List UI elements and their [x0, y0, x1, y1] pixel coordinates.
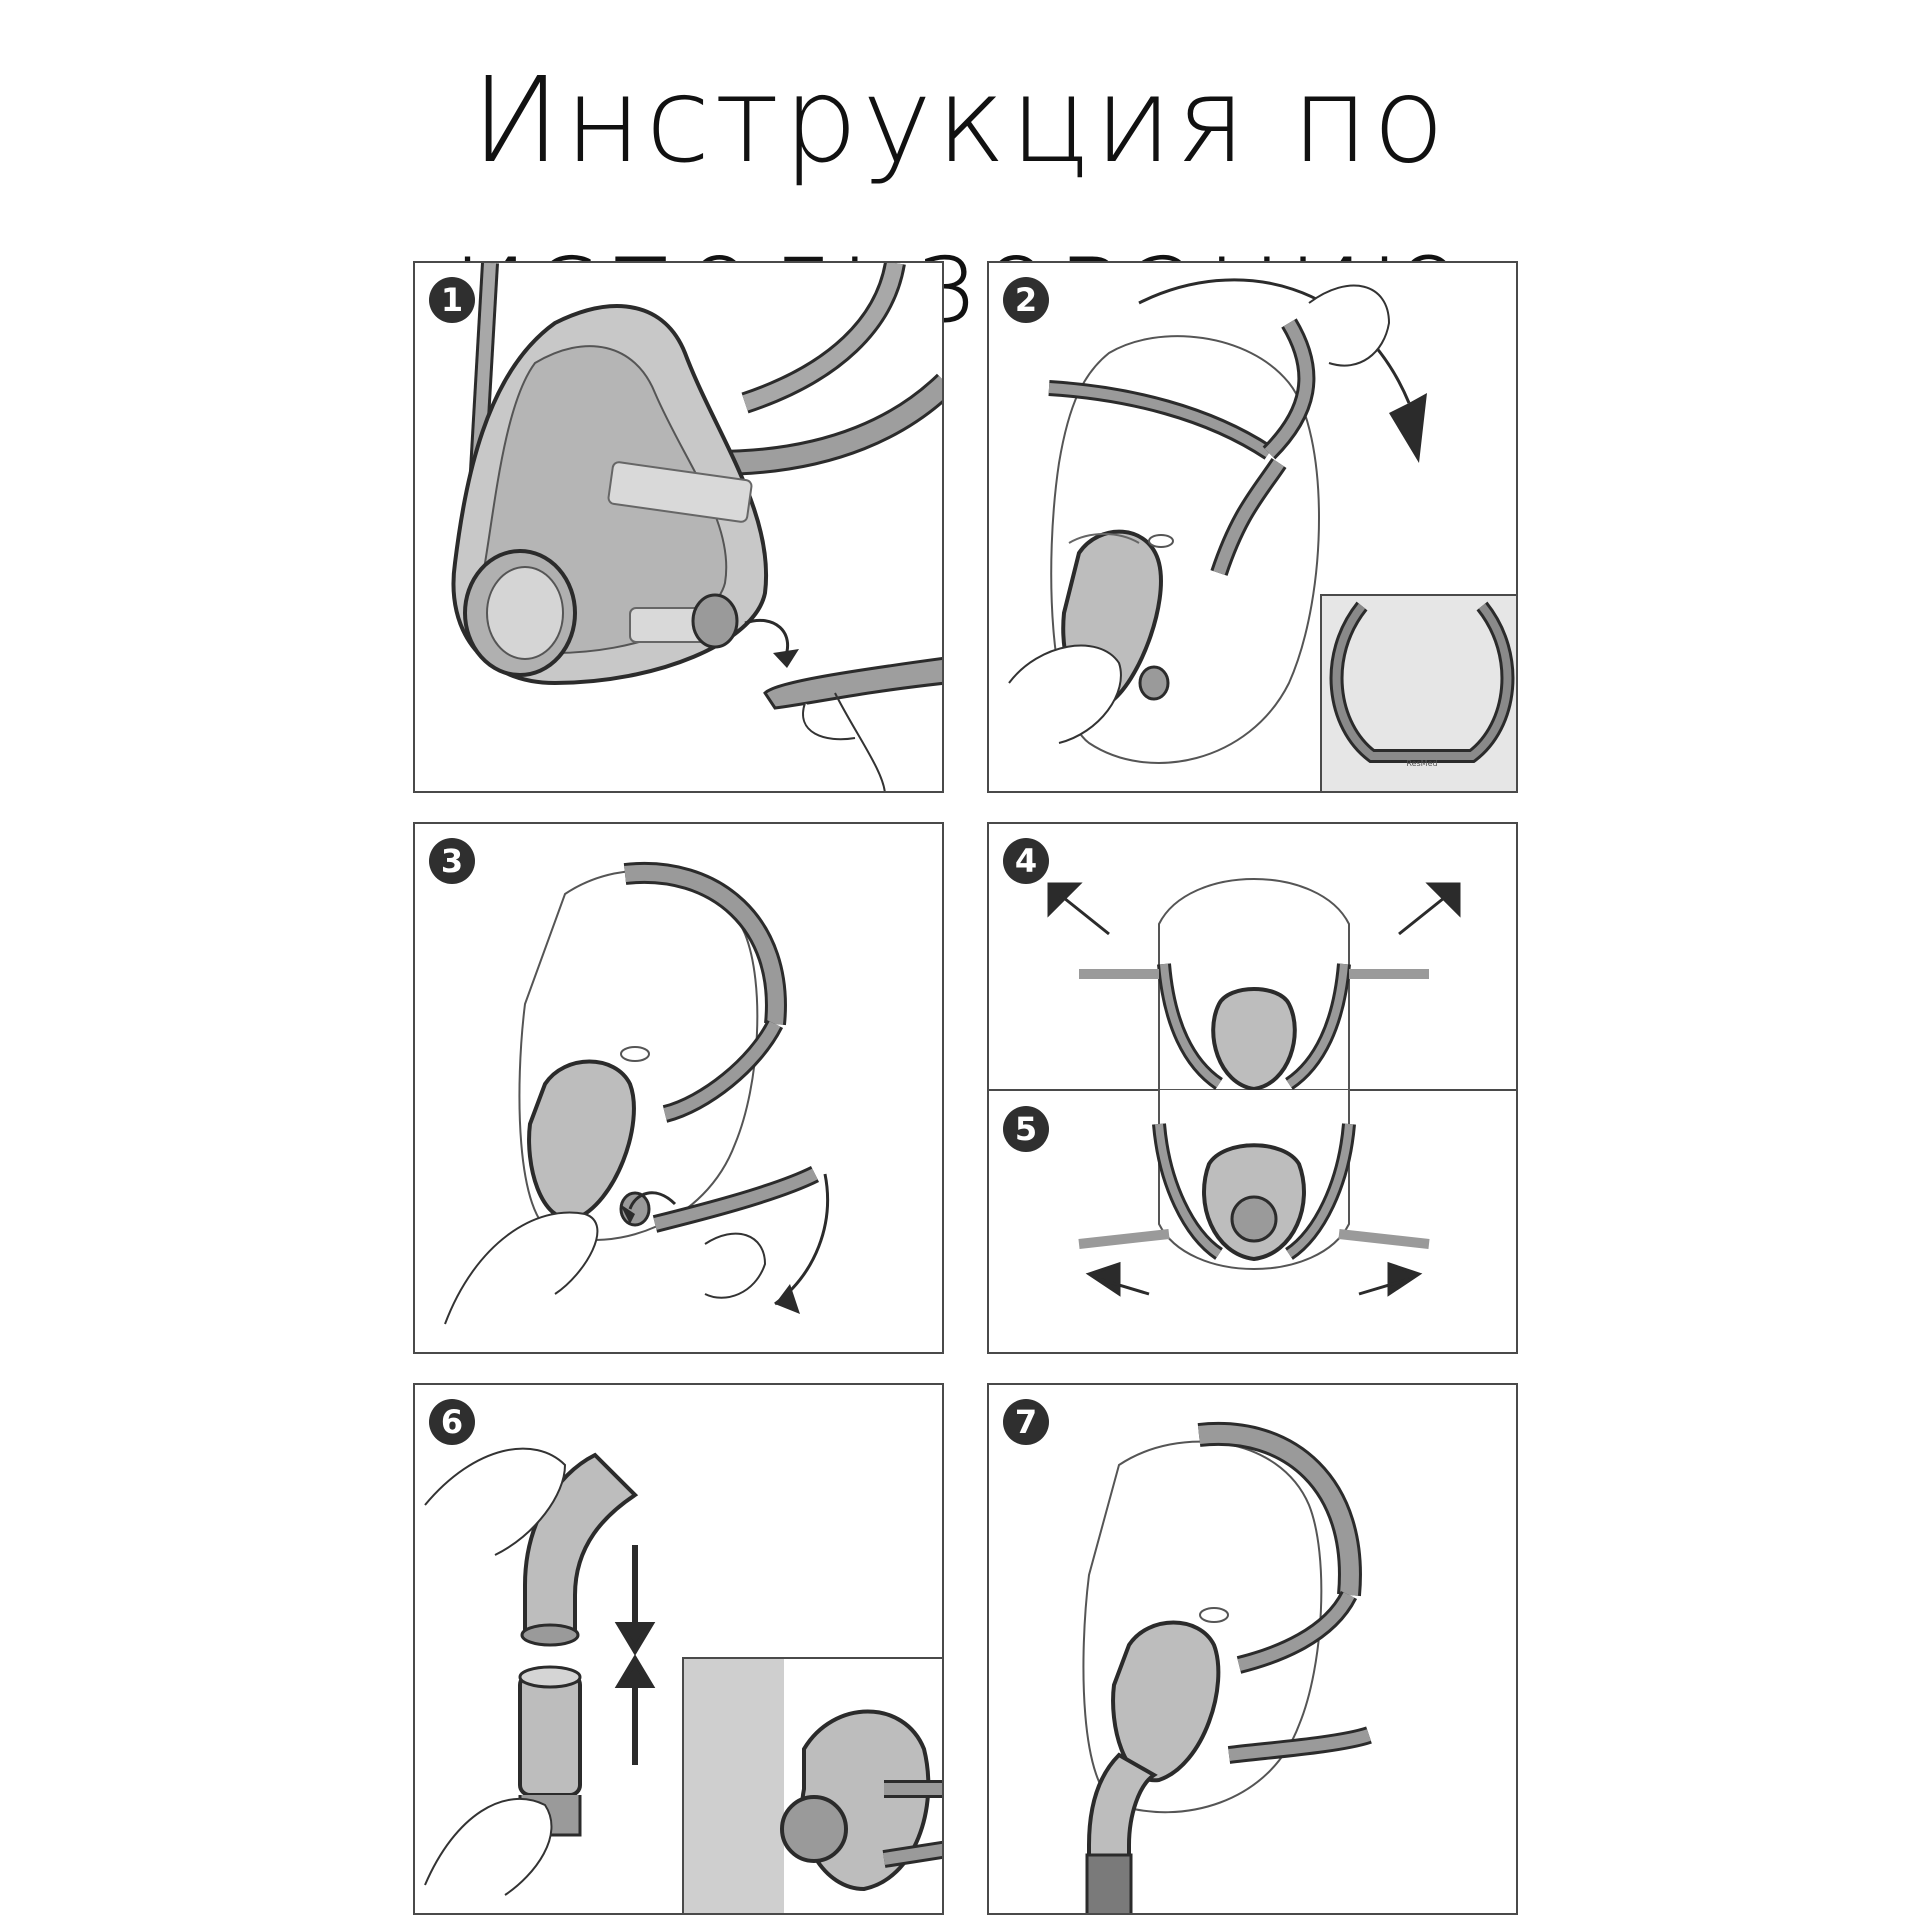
headgear-diagram: ResMed	[1329, 601, 1515, 768]
step-3-panel: 3	[413, 822, 944, 1354]
step-7-badge: 7	[1003, 1399, 1049, 1445]
step-4-badge: 4	[1003, 838, 1049, 884]
step-4-5-illustration	[989, 878, 1516, 1297]
step-1-illustration	[451, 263, 942, 791]
step-2-panel: 2 ResMed	[987, 261, 1518, 793]
step-7-panel: 7	[987, 1383, 1518, 1915]
step-7-illustration	[1082, 1421, 1372, 1913]
step-5-badge: 5	[1003, 1106, 1049, 1152]
step-2-headgear-inset: ResMed	[1320, 594, 1516, 791]
connection-detail	[684, 1659, 942, 1913]
page-title: Инструкция по использованию	[451, 51, 1469, 349]
step-3-badge: 3	[429, 838, 475, 884]
step-3-illustration	[444, 861, 830, 1325]
step-4-5-panel: 4 5	[987, 822, 1518, 1354]
resmed-logo: ResMed	[1406, 759, 1437, 768]
step-6-badge: 6	[429, 1399, 475, 1445]
step-2-illustration	[1008, 278, 1427, 764]
step-6-illustration	[424, 1447, 656, 1896]
step-2-badge: 2	[1003, 277, 1049, 323]
step-6-connection-inset	[682, 1657, 942, 1913]
step-1-panel: 1	[413, 261, 944, 793]
step-1-badge: 1	[429, 277, 475, 323]
step-6-panel: 6	[413, 1383, 944, 1915]
